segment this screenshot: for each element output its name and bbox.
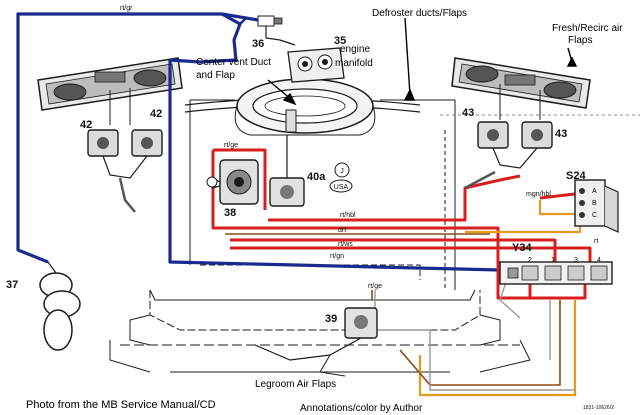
check-valve-36: [257, 15, 296, 46]
hose-label-rt-ws: rt/ws: [338, 241, 353, 248]
annotation-center-vent-2: and Flap: [196, 70, 235, 81]
part-40a: 40a: [307, 171, 326, 183]
s24-port-b: B: [592, 200, 597, 207]
hose-label-rt-right: rt: [594, 238, 598, 245]
hose-label-drt: drt: [338, 227, 346, 234]
part-43-left: 43: [462, 107, 474, 119]
badge-j: J: [340, 168, 344, 175]
badge-usa: USA: [334, 184, 349, 191]
part-43-right: 43: [555, 128, 567, 140]
hose-label-rt-ge-center: rt/ge: [224, 142, 238, 149]
part-38: 38: [224, 207, 236, 219]
switchover-valve-y34: [499, 261, 613, 285]
actuator-40a: [269, 135, 305, 207]
annotation-fresh-recirc-2: Flaps: [568, 35, 592, 46]
annotation-engine-1: engine: [340, 44, 370, 55]
switch-s24: [574, 179, 619, 233]
photo-credit: Photo from the MB Service Manual/CD: [26, 399, 216, 411]
blue-vacuum-hose: [16, 12, 501, 272]
reference-code: 1831-10626/2: [583, 405, 614, 411]
author-credit: Annotations/color by Author: [300, 403, 423, 414]
hose-label-rt-gn: rt/gn: [330, 253, 344, 260]
y34-port-2: 2: [528, 257, 532, 264]
hose-label-rt-hbl: rt/hbl: [340, 212, 356, 219]
hose-label-mgn-hbl: mgn/hbl: [526, 191, 551, 198]
part-36: 36: [252, 38, 264, 50]
s24-port-c: C: [592, 212, 597, 219]
hose-label-rt-gr: rt/gr: [120, 5, 133, 12]
actuators-43: [464, 121, 553, 190]
y34-port-3: 3: [574, 257, 578, 264]
annotation-arrows: [267, 17, 578, 106]
annotation-center-vent-1: Center vent Duct: [196, 57, 271, 68]
vacuum-reservoir-37: [39, 261, 81, 351]
actuators-42: [87, 129, 163, 213]
annotation-defroster: Defroster ducts/Flaps: [372, 8, 467, 19]
annotation-engine-2: manifold: [335, 58, 373, 69]
part-39: 39: [325, 313, 337, 325]
part-35: 35: [334, 35, 346, 47]
y34-port-4: 4: [597, 257, 601, 264]
badge-j-circle: [334, 162, 350, 178]
annotation-legroom: Legroom Air Flaps: [255, 379, 336, 390]
part-y34: Y34: [512, 242, 532, 254]
s24-port-a: A: [592, 188, 597, 195]
center-vent-actuator-38: [206, 159, 259, 205]
defroster-duct: [184, 78, 421, 136]
left-vent-assembly: [37, 57, 183, 125]
badge-usa-ellipse: [329, 179, 353, 193]
legroom-actuator-39: [254, 307, 378, 377]
part-s24: S24: [566, 170, 586, 182]
hose-label-rt-ge-lower: rt/ge: [368, 283, 382, 290]
right-vent-assembly: [451, 57, 591, 120]
part-37: 37: [6, 279, 18, 291]
brown-vacuum-hoses: [225, 233, 561, 386]
y34-port-1: 1: [551, 257, 555, 264]
annotation-fresh-recirc-1: Fresh/Recirc air: [552, 23, 623, 34]
part-42-right: 42: [150, 108, 162, 120]
engine-manifold: [287, 47, 345, 83]
part-42-left: 42: [80, 119, 92, 131]
